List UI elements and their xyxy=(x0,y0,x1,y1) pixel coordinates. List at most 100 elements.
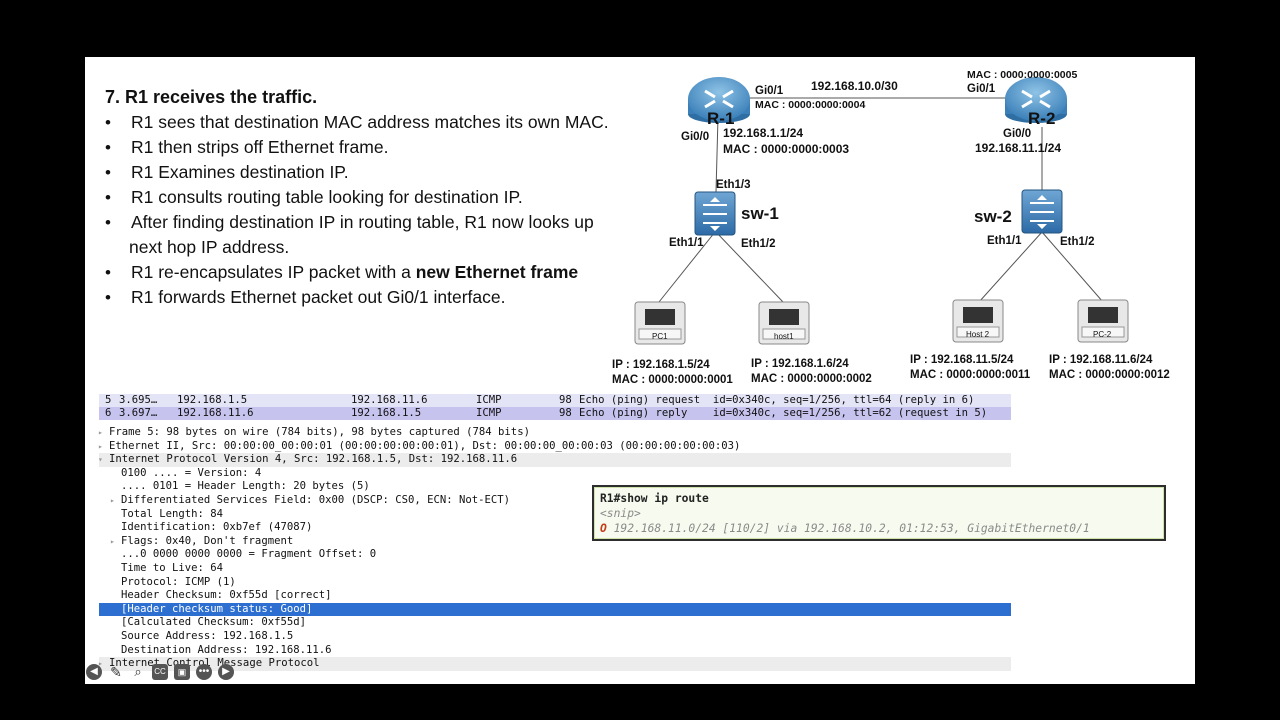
router-r2-icon xyxy=(1005,77,1067,123)
bullet-item: R1 then strips off Ethernet frame. xyxy=(105,135,665,160)
bullet-text-wrap: next hop IP address. xyxy=(129,237,290,257)
expand-arrow-icon[interactable]: ▸ xyxy=(98,428,103,437)
pc1-label: PC1 xyxy=(652,332,668,341)
tree-field[interactable]: ▸Differentiated Services Field: 0x00 (DS… xyxy=(110,493,511,506)
pen-icon[interactable]: ✎ xyxy=(110,664,122,680)
packet-src: 192.168.11.6 xyxy=(177,407,254,419)
pc1-ip: IP : 192.168.1.5/24 xyxy=(612,359,710,371)
r1-gi00-ip: 192.168.1.1/24 xyxy=(723,126,804,140)
host1-label: host1 xyxy=(774,332,794,341)
tree-field[interactable]: ▸Flags: 0x40, Don't fragment xyxy=(110,534,294,547)
packet-dst: 192.168.11.6 xyxy=(351,394,428,406)
host2-label: Host 2 xyxy=(966,330,990,339)
previous-icon[interactable]: ◀ xyxy=(86,664,102,680)
tree-field[interactable]: Header Checksum: 0xf55d [correct] xyxy=(121,589,332,602)
route-code: O xyxy=(600,522,607,535)
terminal-route-line: O 192.168.11.0/24 [110/2] via 192.168.10… xyxy=(600,522,1090,535)
presentation-slide: 7. R1 receives the traffic. R1 sees that… xyxy=(85,57,1195,684)
pc2-ip: IP : 192.168.11.6/24 xyxy=(1049,354,1153,366)
tree-field[interactable]: Time to Live: 64 xyxy=(121,561,224,574)
packet-time: 3.695… xyxy=(119,394,158,406)
packet-dst: 192.168.1.5 xyxy=(351,407,422,419)
bullet-item: R1 sees that destination MAC address mat… xyxy=(105,110,665,135)
r1-gi00-label: Gi0/0 xyxy=(681,131,710,143)
sw2-name: sw-2 xyxy=(974,207,1012,226)
terminal-command: R1#show ip route xyxy=(600,492,709,505)
host2-mac: MAC : 0000:0000:0011 xyxy=(910,369,1031,381)
expand-arrow-icon[interactable]: ▸ xyxy=(110,495,115,505)
packet-row[interactable]: 6 3.697… 192.168.11.6 192.168.1.5 ICMP 9… xyxy=(99,407,1011,420)
next-icon[interactable]: ▶ xyxy=(218,664,234,680)
route-text: 192.168.11.0/24 [110/2] via 192.168.10.2… xyxy=(606,522,1090,535)
host2-icon xyxy=(952,299,1004,343)
tree-field[interactable]: ...0 0000 0000 0000 = Fragment Offset: 0 xyxy=(121,548,377,561)
packet-len: 98 xyxy=(559,407,572,419)
slide-heading: 7. R1 receives the traffic. xyxy=(105,87,318,107)
bullet-item: R1 consults routing table looking for de… xyxy=(105,185,665,210)
tree-field[interactable]: Protocol: ICMP (1) xyxy=(121,575,236,588)
pc2-label: PC-2 xyxy=(1093,330,1112,339)
packet-info: Echo (ping) request id=0x340c, seq=1/256… xyxy=(579,394,975,406)
tree-field[interactable]: [Calculated Checksum: 0xf55d] xyxy=(121,616,306,629)
expand-arrow-icon[interactable]: ▸ xyxy=(110,536,115,546)
bullet-item: R1 forwards Ethernet packet out Gi0/1 in… xyxy=(105,285,665,310)
packet-proto: ICMP xyxy=(476,407,502,419)
r2-gi01-label: Gi0/1 xyxy=(967,83,996,95)
pc1-mac: MAC : 0000:0000:0001 xyxy=(612,374,733,386)
pc2-mac: MAC : 0000:0000:0012 xyxy=(1049,369,1170,381)
r2-gi00-ip: 192.168.11.1/24 xyxy=(975,141,1062,155)
packet-info: Echo (ping) reply id=0x340c, seq=1/256, … xyxy=(579,407,988,419)
r1-name: R-1 xyxy=(707,109,735,128)
r1-gi01-mac: MAC : 0000:0000:0004 xyxy=(755,99,866,111)
router-r1-icon xyxy=(688,77,750,123)
sw2-eth12-label: Eth1/2 xyxy=(1060,236,1095,248)
search-icon[interactable]: ⌕ xyxy=(134,664,142,679)
tree-item-ipv4[interactable]: ▾Internet Protocol Version 4, Src: 192.1… xyxy=(98,453,1011,467)
tree-field[interactable]: Source Address: 192.168.1.5 xyxy=(121,629,294,642)
tree-field[interactable]: .... 0101 = Header Length: 20 bytes (5) xyxy=(121,480,370,493)
captions-icon[interactable]: CC xyxy=(152,664,168,680)
topology-links xyxy=(634,77,1129,345)
tree-field[interactable]: Destination Address: 192.168.11.6 xyxy=(121,643,332,656)
host1-mac: MAC : 0000:0000:0002 xyxy=(751,373,872,385)
packet-list: 5 3.695… 192.168.1.5 192.168.11.6 ICMP 9… xyxy=(99,394,1011,420)
bullet-list: R1 sees that destination MAC address mat… xyxy=(105,110,665,310)
bullet-item: R1 Examines destination IP. xyxy=(105,160,665,185)
switch-sw2-icon xyxy=(1021,189,1063,234)
tree-field[interactable]: 0100 .... = Version: 4 xyxy=(121,466,262,479)
link-sw2-host2 xyxy=(978,231,1043,303)
r2-gi00-label: Gi0/0 xyxy=(1003,128,1032,140)
packet-time: 3.697… xyxy=(119,407,158,419)
r1-gi01-label: Gi0/1 xyxy=(755,85,784,97)
packet-no: 5 xyxy=(105,394,112,406)
pc1-icon xyxy=(634,301,686,345)
sw1-eth13-label: Eth1/3 xyxy=(716,179,751,191)
link-sw1-host1 xyxy=(715,231,784,303)
bullet-text: R1 re-encapsulates IP packet with a xyxy=(131,262,416,282)
packet-row[interactable]: 5 3.695… 192.168.1.5 192.168.11.6 ICMP 9… xyxy=(99,394,1011,407)
tree-item-ethernet[interactable]: ▸Ethernet II, Src: 00:00:00_00:00:01 (00… xyxy=(98,439,741,452)
bullet-item: After finding destination IP in routing … xyxy=(105,210,665,260)
bullet-bold-text: new Ethernet frame xyxy=(415,262,579,282)
tree-field[interactable]: Identification: 0xb7ef (47087) xyxy=(121,521,313,534)
host1-icon xyxy=(758,301,810,345)
more-icon[interactable]: ••• xyxy=(196,664,212,680)
tree-item-frame[interactable]: ▸Frame 5: 98 bytes on wire (784 bits), 9… xyxy=(98,426,530,438)
r2-name: R-2 xyxy=(1028,109,1056,128)
sw1-eth11-label: Eth1/1 xyxy=(669,237,704,249)
tree-field-selected[interactable]: [Header checksum status: Good] xyxy=(99,602,1011,617)
pc2-icon xyxy=(1077,299,1129,343)
packet-no: 6 xyxy=(105,407,112,419)
expand-arrow-icon[interactable]: ▸ xyxy=(98,441,103,451)
packet-proto: ICMP xyxy=(476,394,502,406)
tree-field[interactable]: Total Length: 84 xyxy=(121,507,224,520)
collapse-arrow-icon[interactable]: ▾ xyxy=(98,455,103,465)
terminal-snip: <snip> xyxy=(600,507,641,520)
expand-arrow-icon[interactable]: ▸ xyxy=(98,659,103,669)
network-topology: R-1 R-2 sw-1 sw-2 192.168.10.0/30 Gi0/1 … xyxy=(85,57,1195,397)
player-controls: ◀ ✎ ⌕ CC ▣ ••• ▶ xyxy=(85,661,245,683)
link-sw1-pc1 xyxy=(658,231,716,303)
screen-icon[interactable]: ▣ xyxy=(174,664,190,680)
host2-ip: IP : 192.168.11.5/24 xyxy=(910,354,1014,366)
sw1-eth12-label: Eth1/2 xyxy=(741,238,776,250)
